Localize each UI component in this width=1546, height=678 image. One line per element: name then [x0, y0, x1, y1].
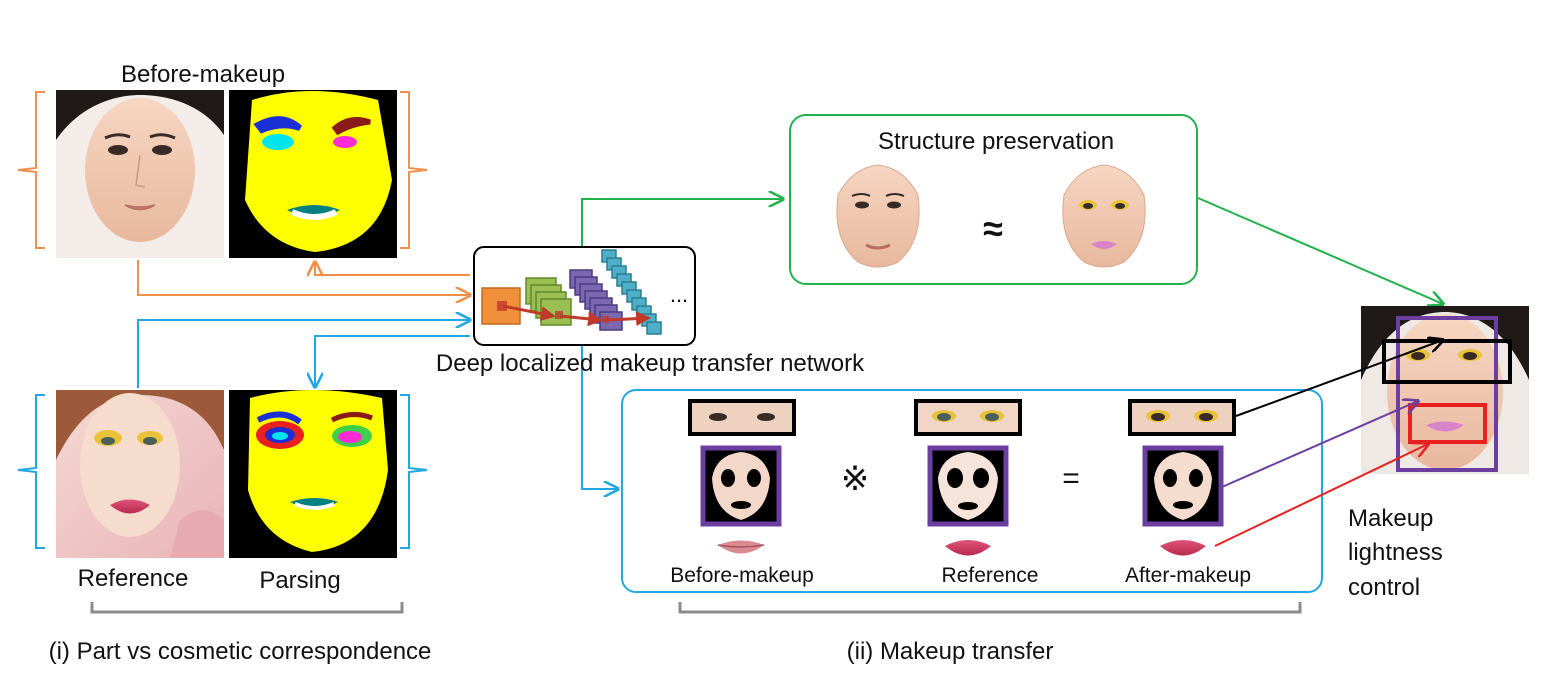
- orange-brace-left: [17, 91, 45, 249]
- panel-reference-face: [927, 445, 1009, 527]
- equals-sign: =: [1062, 462, 1080, 495]
- arrow-network-to-parsing-2: [315, 335, 470, 387]
- arrow-eyes-to-result: [1235, 340, 1443, 417]
- structure-preservation-title: Structure preservation: [878, 128, 1114, 155]
- panel-reference-label: Reference: [942, 564, 1039, 587]
- caption-part-vs-cosmetic: (i) Part vs cosmetic correspondence: [49, 638, 432, 665]
- lightness-label-line3: control: [1348, 574, 1420, 601]
- network-box: ...: [473, 246, 696, 346]
- panel-before-face: [700, 445, 782, 527]
- panel-reference-eyes: [914, 399, 1022, 436]
- arrow-lips-to-result: [1214, 444, 1428, 547]
- arrow-structure-to-result: [1197, 197, 1443, 304]
- reference-label: Reference: [78, 565, 189, 592]
- makeup-transfer-panel: ※ =: [621, 389, 1323, 593]
- result-face-box: [1396, 316, 1498, 472]
- arrow-reference-to-network: [137, 320, 470, 388]
- structure-face-after: [1062, 164, 1146, 268]
- arrow-before-to-network: [137, 260, 470, 295]
- lightness-label-line1: Makeup: [1348, 505, 1433, 532]
- bracket-i: [90, 602, 404, 614]
- network-flow-arrow-1: [502, 304, 556, 322]
- panel-after-face: [1142, 445, 1224, 527]
- blue-brace-right: [400, 394, 428, 549]
- before-makeup-photo: [56, 90, 224, 258]
- structure-preservation-box: Structure preservation ≈: [789, 114, 1198, 285]
- panel-before-eyes: [688, 399, 796, 436]
- blue-brace-left: [17, 394, 45, 549]
- network-layer-green: [525, 277, 572, 326]
- panel-reference-lips: [945, 540, 991, 556]
- network-label: Deep localized makeup transfer network: [436, 350, 865, 377]
- panel-after-label: After-makeup: [1125, 564, 1251, 587]
- arrow-network-to-structure: [581, 199, 783, 248]
- arrow-face-to-result: [1221, 401, 1418, 488]
- approx-symbol: ≈: [983, 208, 1003, 249]
- panel-before-lips: [717, 540, 765, 554]
- arrow-network-to-transfer: [581, 346, 618, 489]
- parsing-map-before: [229, 90, 397, 258]
- transfer-operator: ※: [841, 460, 870, 498]
- orange-brace-right: [400, 91, 428, 249]
- network-flow-arrow-3: [606, 311, 651, 327]
- parsing-map-reference: [229, 390, 397, 558]
- result-face-photo: [1361, 306, 1529, 474]
- structure-face-before: [836, 164, 920, 268]
- caption-makeup-transfer: (ii) Makeup transfer: [847, 638, 1054, 665]
- reference-photo: [56, 390, 224, 558]
- result-lips-box: [1408, 403, 1487, 444]
- bracket-ii: [678, 602, 1302, 614]
- parsing-label: Parsing: [259, 567, 340, 594]
- panel-before-label: Before-makeup: [670, 564, 814, 587]
- network-flow-arrow-2: [559, 311, 603, 327]
- before-makeup-title: Before-makeup: [121, 61, 285, 88]
- network-ellipsis: ...: [670, 282, 688, 307]
- panel-after-eyes: [1128, 399, 1236, 436]
- lightness-label-line2: lightness: [1348, 539, 1443, 566]
- arrow-network-to-parsing: [315, 262, 470, 275]
- panel-after-lips: [1160, 540, 1206, 556]
